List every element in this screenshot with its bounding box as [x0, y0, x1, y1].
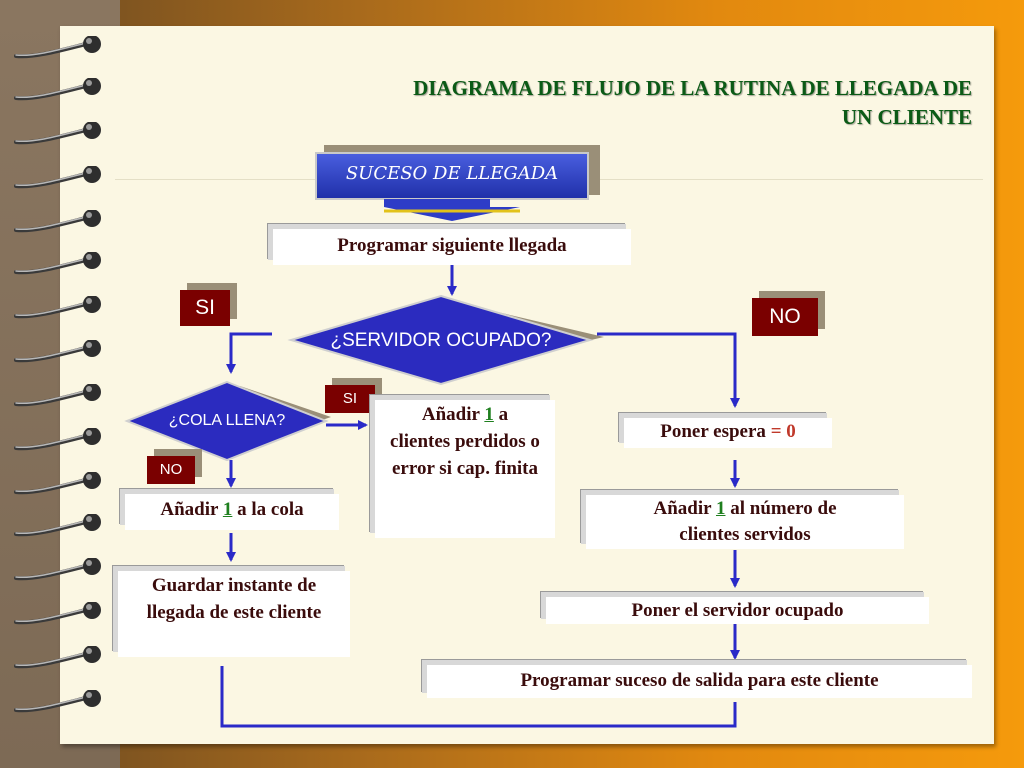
title-line-2: UN CLIENTE	[841, 105, 972, 129]
spiral-ring	[14, 645, 106, 670]
add-queue-post: a la cola	[232, 499, 304, 520]
schedule-departure-text: Programar suceso de salida para este cli…	[520, 670, 879, 691]
merge-connector	[220, 666, 737, 728]
spiral-ring	[14, 689, 106, 714]
spiral-ring	[14, 427, 106, 452]
spiral-ring	[14, 471, 106, 496]
served-pre: Añadir	[653, 498, 716, 519]
save-arrival-text: Guardar instante de llegada de este clie…	[146, 575, 322, 623]
spiral-ring	[14, 165, 106, 190]
spiral-ring	[14, 383, 106, 408]
arrow-si-branch	[226, 332, 272, 374]
schedule-next-box: Programar siguiente llegada	[273, 229, 631, 265]
spiral-ring	[14, 295, 106, 320]
schedule-departure-box: Programar suceso de salida para este cli…	[427, 665, 972, 698]
served-clients-box: Añadir 1 al número de clientes servidos	[586, 495, 904, 549]
page-title: DIAGRAMA DE FLUJO DE LA RUTINA DE LLEGAD…	[212, 74, 972, 132]
spiral-ring	[14, 121, 106, 146]
served-num: 1	[715, 498, 726, 519]
queue-decision-label: ¿COLA LLENA?	[168, 412, 286, 429]
add-to-queue-box: Añadir 1 a la cola	[125, 494, 339, 530]
arrow-no-branch	[597, 332, 740, 408]
server-decision-label: ¿SERVIDOR OCUPADO?	[330, 330, 552, 351]
add-queue-pre: Añadir	[160, 499, 223, 520]
served-post: al número de	[725, 498, 837, 519]
event-box	[315, 152, 589, 200]
lost-rest: clientes perdidos o error si cap. finita	[390, 431, 540, 479]
si-label-small: SI	[325, 385, 375, 413]
spiral-ring	[14, 77, 106, 102]
spiral-ring	[14, 35, 106, 60]
lost-clients-box: Añadir 1 a clientes perdidos o error si …	[375, 400, 555, 538]
spiral-ring	[14, 251, 106, 276]
add-queue-num: 1	[222, 499, 233, 520]
lost-num: 1	[484, 404, 494, 425]
server-busy-text: Poner el servidor ocupado	[631, 600, 844, 621]
spiral-ring	[14, 209, 106, 234]
server-decision-diamond	[287, 294, 594, 386]
wait-pre: Poner espera	[660, 421, 771, 442]
spiral-ring	[14, 601, 106, 626]
lost-pre: Añadir	[421, 404, 485, 425]
wait-val: = 0	[770, 421, 796, 442]
server-busy-box: Poner el servidor ocupado	[546, 597, 929, 624]
wait-zero-box: Poner espera = 0	[624, 418, 832, 448]
schedule-next-text: Programar siguiente llegada	[337, 235, 567, 256]
served-rest: clientes servidos	[679, 524, 811, 545]
lost-post: a	[493, 404, 509, 425]
no-label-large: NO	[752, 298, 818, 336]
spiral-ring	[14, 339, 106, 364]
event-label: SUCESO DE LLEGADA	[345, 163, 559, 184]
save-arrival-box: Guardar instante de llegada de este clie…	[118, 571, 350, 657]
no-label-small: NO	[147, 456, 195, 484]
queue-decision-diamond	[124, 380, 329, 462]
spiral-ring	[14, 513, 106, 538]
si-label-large: SI	[180, 290, 230, 326]
title-line-1: DIAGRAMA DE FLUJO DE LA RUTINA DE LLEGAD…	[413, 76, 972, 100]
spiral-ring	[14, 557, 106, 582]
